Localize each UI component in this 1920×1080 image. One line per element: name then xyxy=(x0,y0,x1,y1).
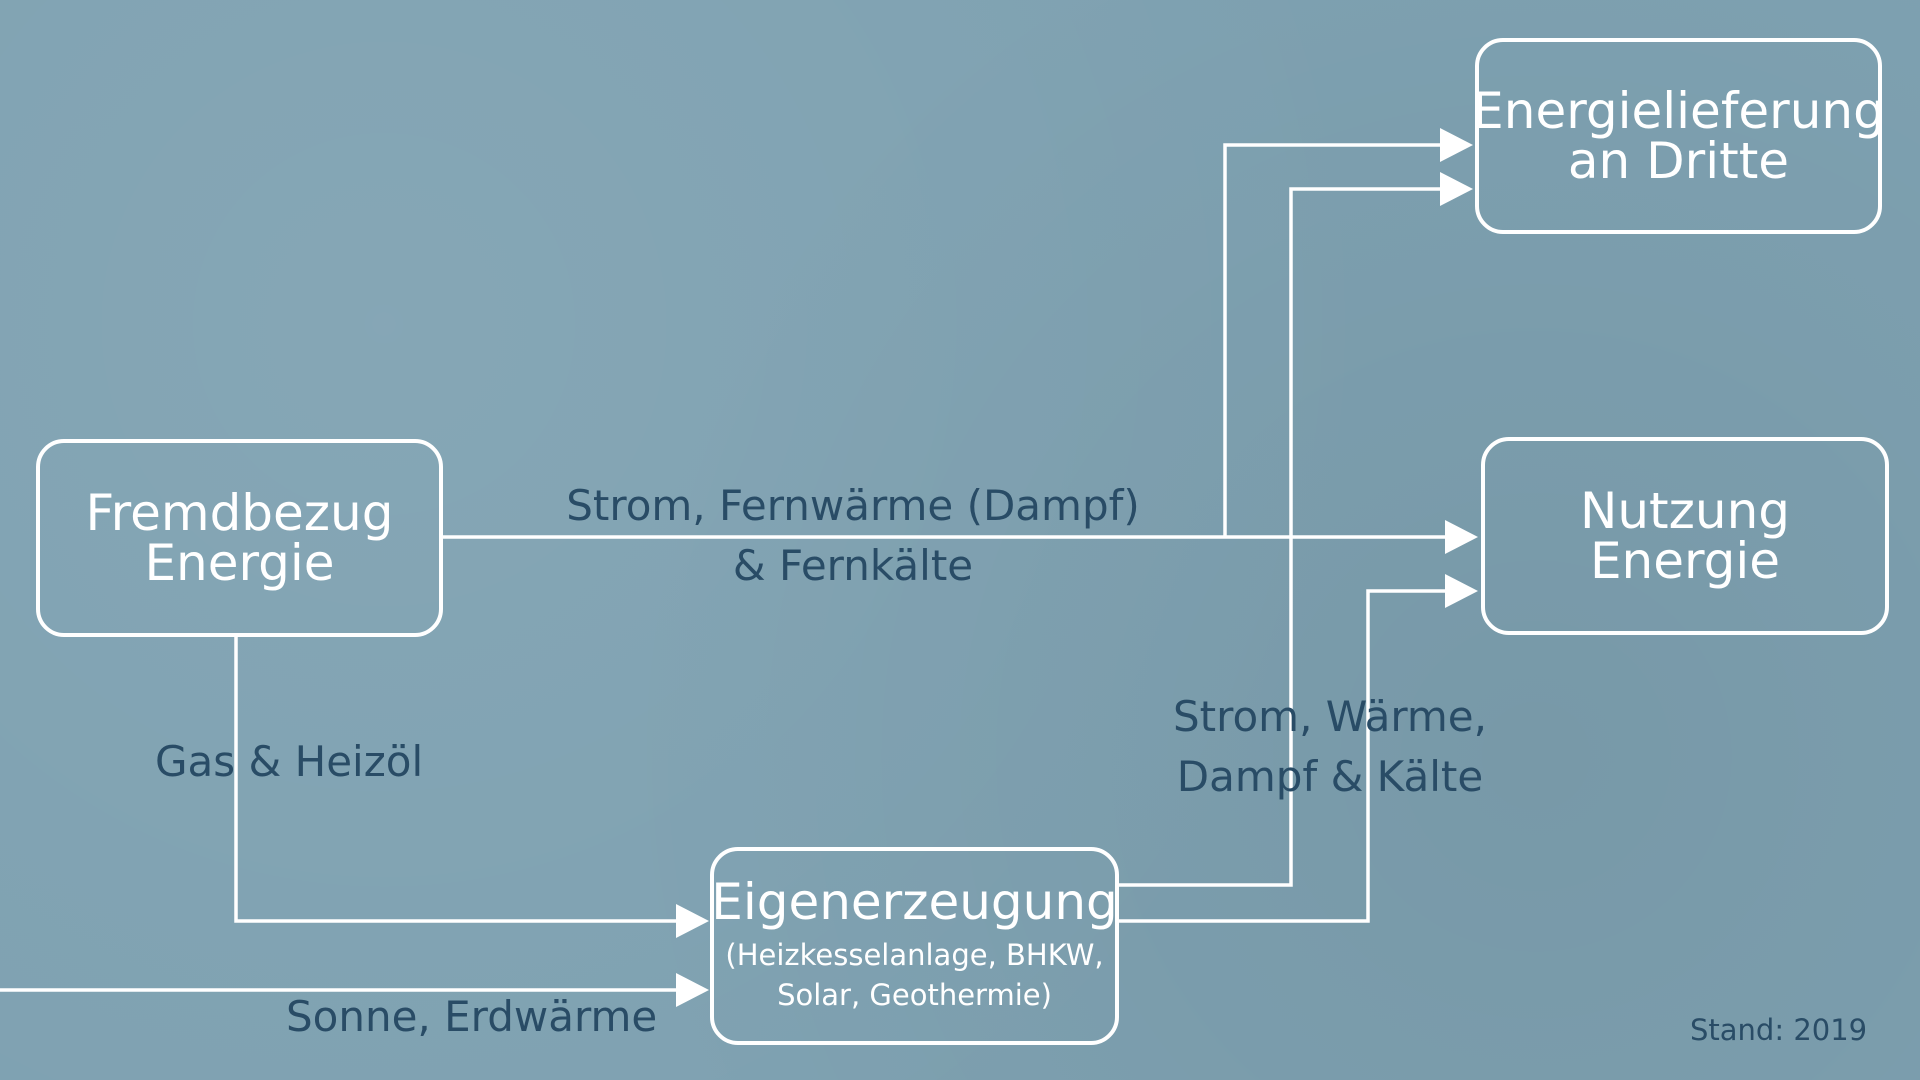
box-nutzung-line2: Energie xyxy=(1589,532,1781,590)
label-strom-waerme: Strom, Wärme, Dampf & Kälte xyxy=(1160,687,1500,807)
box-fremdbezug-energie: Fremdbezug Energie xyxy=(36,439,443,637)
label-gas-heizoel: Gas & Heizöl xyxy=(155,737,424,786)
arrow-fremdbezug-to-eigenerzeugung xyxy=(234,637,685,923)
arrowhead-energielieferung-upper xyxy=(1440,128,1473,162)
arrow-branch-to-energielieferung xyxy=(1223,143,1455,537)
box-fremdbezug-title: Fremdbezug Energie xyxy=(86,488,394,588)
label-sonne-erdwaerme: Sonne, Erdwärme xyxy=(286,992,658,1041)
label-strom-fernwaerme: Strom, Fernwärme (Dampf) & Fernkälte xyxy=(553,476,1153,596)
arrow-eigenerzeugung-to-nutzung xyxy=(1119,589,1460,923)
label-strom-waerme-line2: Dampf & Kälte xyxy=(1176,752,1484,801)
box-fremdbezug-line1: Fremdbezug xyxy=(85,484,394,542)
box-eigenerzeugung: Eigenerzeugung (Heizkesselanlage, BHKW, … xyxy=(710,847,1119,1045)
stand-year: Stand: 2019 xyxy=(1690,1013,1868,1047)
box-energielieferung-line1: Energielieferung xyxy=(1472,82,1885,140)
box-nutzung-title: Nutzung Energie xyxy=(1580,486,1790,586)
box-eigenerzeugung-title: Eigenerzeugung xyxy=(711,873,1118,931)
label-strom-waerme-line1: Strom, Wärme, xyxy=(1173,692,1487,741)
arrowhead-energielieferung-lower xyxy=(1440,172,1473,206)
box-nutzung-energie: Nutzung Energie xyxy=(1481,437,1889,635)
arrow-eigenerzeugung-to-energielieferung xyxy=(1119,187,1455,887)
label-strom-fernwaerme-line1: Strom, Fernwärme (Dampf) xyxy=(566,481,1140,530)
arrowhead-eigenerzeugung-sonne xyxy=(676,973,709,1007)
box-eigenerzeugung-sub1: (Heizkesselanlage, BHKW, xyxy=(725,938,1104,972)
box-nutzung-line1: Nutzung xyxy=(1579,482,1791,540)
arrowhead-nutzung-upper xyxy=(1445,520,1478,554)
label-strom-fernwaerme-line2: & Fernkälte xyxy=(732,541,974,590)
box-fremdbezug-line2: Energie xyxy=(144,534,335,592)
box-energielieferung-dritte: Energielieferung an Dritte xyxy=(1472,38,1885,234)
box-eigenerzeugung-sub2: Solar, Geothermie) xyxy=(777,978,1052,1012)
arrowhead-nutzung-lower xyxy=(1445,574,1478,608)
box-energielieferung-title: Energielieferung an Dritte xyxy=(1472,86,1885,186)
arrowhead-eigenerzeugung-gas xyxy=(676,904,709,938)
box-energielieferung-line2: an Dritte xyxy=(1567,132,1790,190)
